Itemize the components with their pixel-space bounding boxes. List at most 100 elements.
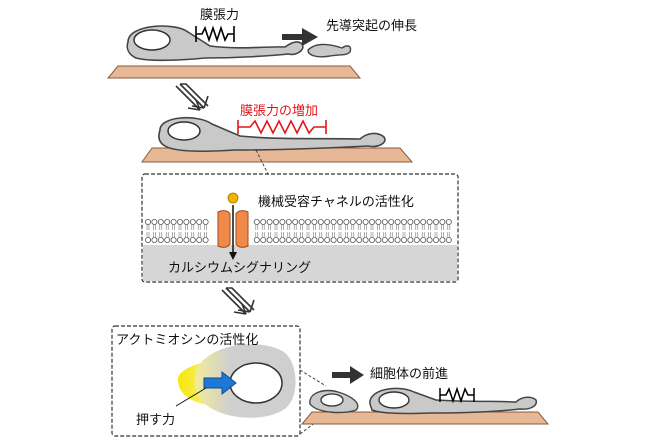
lipid-head-bot — [298, 236, 305, 243]
lipid-head-top — [176, 218, 183, 225]
lipid-tail-bot — [287, 232, 291, 237]
lipid-tail-bot — [293, 232, 297, 237]
lipid-head-top — [151, 218, 158, 225]
lipid-tail-top — [364, 225, 367, 230]
lipid-head-bot — [407, 236, 414, 243]
lipid-tail-bot — [300, 232, 303, 237]
lipid-tail-top — [165, 225, 169, 230]
lipid-head-bot — [368, 236, 375, 243]
lipid-tail-top — [383, 225, 387, 230]
lipid-head-bot — [375, 236, 382, 243]
lipid-head-top — [432, 218, 439, 225]
lipid-tail-top — [185, 225, 188, 230]
lipid-head-bot — [413, 236, 420, 243]
lipid-tail-top — [306, 225, 310, 230]
lipid-tail-bot — [428, 232, 431, 237]
nucleus-large — [378, 391, 410, 409]
lipid-head-top — [343, 218, 350, 225]
lipid-head-bot — [356, 236, 363, 243]
lipid-tail-bot — [325, 232, 329, 237]
label-neurite-extension: 先導突起の伸長 — [326, 18, 417, 34]
lipid-tail-top — [357, 225, 361, 230]
lipid-tail-bot — [159, 232, 163, 237]
lipid-head-bot — [202, 236, 209, 243]
spring-icon-1 — [195, 25, 235, 43]
neuron-2 — [158, 116, 386, 152]
lipid-tail-bot — [185, 232, 188, 237]
lipid-head-bot — [439, 236, 446, 243]
lipid-head-bot — [394, 236, 401, 243]
lipid-tail-bot — [146, 232, 150, 237]
lipid-head-top — [298, 218, 305, 225]
lipid-tail-top — [345, 225, 348, 230]
lipid-head-top — [330, 218, 337, 225]
lipid-head-bot — [381, 236, 388, 243]
lipid-tail-top — [434, 225, 438, 230]
retracted-tip-1 — [307, 43, 352, 58]
lipid-tail-bot — [364, 232, 367, 237]
lipid-head-bot — [196, 236, 203, 243]
lipid-tail-bot — [357, 232, 361, 237]
lipid-head-bot — [189, 236, 196, 243]
lipid-tail-bot — [383, 232, 387, 237]
panel-4: アクトミオシンの活性化 押す力 細胞体の前進 — [111, 325, 550, 437]
lipid-head-top — [266, 218, 273, 225]
lipid-tail-top — [370, 225, 374, 230]
lipid-tail-top — [153, 225, 156, 230]
lipid-tail-top — [396, 225, 399, 230]
lipid-tail-bot — [351, 232, 355, 237]
push-leader-line — [175, 387, 207, 407]
lipid-head-top — [356, 218, 363, 225]
label-pushing-force: 押す力 — [136, 413, 175, 428]
lipid-tail-bot — [268, 232, 271, 237]
lipid-tail-bot — [441, 232, 444, 237]
label-cell-advance: 細胞体の前進 — [370, 366, 448, 382]
lipid-head-top — [272, 218, 279, 225]
lipid-head-top — [279, 218, 286, 225]
lipid-tail-bot — [421, 232, 425, 237]
label-actomyosin-activation: アクトミオシンの活性化 — [116, 333, 258, 348]
lipid-tail-bot — [434, 232, 438, 237]
cytoplasm — [143, 245, 457, 281]
lipid-tail-bot — [191, 232, 195, 237]
lipid-tail-top — [146, 225, 150, 230]
lipid-head-top — [394, 218, 401, 225]
lipid-head-top — [285, 218, 292, 225]
lipid-tail-bot — [370, 232, 374, 237]
lipid-head-top — [388, 218, 395, 225]
lipid-head-bot — [304, 236, 311, 243]
label-mechanosensitive-channel: 機械受容チャネルの活性化 — [258, 194, 414, 210]
lipid-tail-top — [441, 225, 444, 230]
down-arrow-1 — [175, 83, 209, 111]
lipid-tail-bot — [313, 232, 316, 237]
lipid-tail-bot — [332, 232, 335, 237]
lipid-head-bot — [279, 236, 286, 243]
lipid-head-top — [368, 218, 375, 225]
lipid-tail-top — [178, 225, 182, 230]
lipid-head-bot — [426, 236, 433, 243]
lipid-head-bot — [317, 236, 324, 243]
lipid-tail-top — [351, 225, 355, 230]
lipid-head-bot — [157, 236, 164, 243]
lipid-head-top — [183, 218, 190, 225]
lipid-head-top — [381, 218, 388, 225]
lipid-head-bot — [151, 236, 158, 243]
lipid-head-top — [144, 218, 151, 225]
lipid-head-top — [253, 218, 260, 225]
lipid-tail-top — [421, 225, 425, 230]
spring-icon-4 — [439, 386, 475, 404]
lipid-head-bot — [343, 236, 350, 243]
lipid-tail-bot — [409, 232, 412, 237]
lipid-tail-bot — [165, 232, 169, 237]
lipid-tail-top — [415, 225, 419, 230]
lipid-head-top — [164, 218, 171, 225]
advance-arrow — [332, 366, 364, 384]
lipid-tail-bot — [204, 232, 207, 237]
lipid-head-bot — [176, 236, 183, 243]
lipid-head-top — [336, 218, 343, 225]
label-membrane-tension: 膜張力 — [200, 8, 239, 23]
lipid-tail-top — [319, 225, 323, 230]
lipid-tail-top — [261, 225, 265, 230]
lipid-head-top — [439, 218, 446, 225]
mechanosensitive-channel — [217, 210, 249, 248]
